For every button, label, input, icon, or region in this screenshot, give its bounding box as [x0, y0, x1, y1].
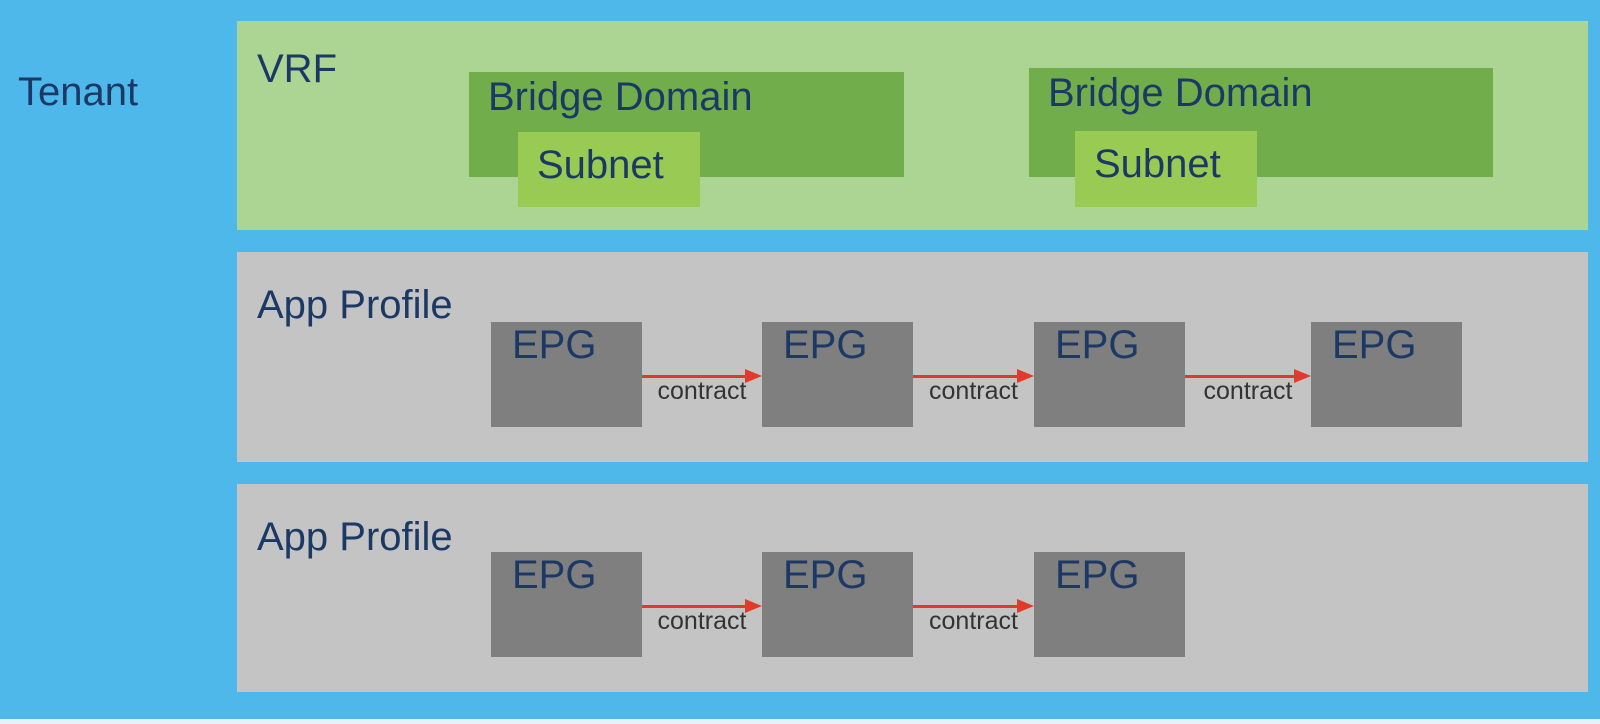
- epg-box: EPG: [762, 322, 913, 427]
- contract-label: contract: [929, 377, 1018, 405]
- contract-label: contract: [1203, 377, 1293, 405]
- contract-arrowhead-icon: [1294, 369, 1311, 383]
- bottom-edge-strip: [0, 719, 1600, 724]
- contract-arrow: [642, 605, 748, 608]
- contract-label: contract: [657, 377, 747, 405]
- epg-label: EPG: [512, 553, 597, 597]
- subnet-box: Subnet: [518, 132, 700, 207]
- epg-box: EPG: [491, 322, 642, 427]
- contract-arrow: [913, 605, 1020, 608]
- contract-arrowhead-icon: [745, 369, 762, 383]
- epg-box: EPG: [762, 552, 913, 657]
- contract-arrowhead-icon: [745, 599, 762, 613]
- app-profile-box: App Profile EPG EPG EPG EPG contract contract…: [237, 252, 1588, 462]
- bridge-domain-label: Bridge Domain: [488, 75, 753, 119]
- tenant-label: Tenant: [18, 70, 139, 114]
- epg-box: EPG: [491, 552, 642, 657]
- epg-box: EPG: [1311, 322, 1462, 427]
- epg-box: EPG: [1034, 552, 1185, 657]
- epg-label: EPG: [1332, 323, 1417, 367]
- vrf-label: VRF: [257, 47, 337, 91]
- bridge-domain-label: Bridge Domain: [1048, 71, 1313, 115]
- epg-label: EPG: [512, 323, 597, 367]
- contract-arrow: [642, 375, 748, 378]
- app-profile-label: App Profile: [257, 515, 453, 559]
- vrf-box: VRF Bridge Domain Bridge Domain Subnet S…: [237, 21, 1588, 230]
- contract-label: contract: [657, 607, 747, 635]
- app-profile-label: App Profile: [257, 283, 453, 327]
- epg-label: EPG: [1055, 553, 1140, 597]
- epg-label: EPG: [783, 323, 868, 367]
- contract-arrowhead-icon: [1017, 369, 1034, 383]
- contract-arrow: [913, 375, 1020, 378]
- epg-box: EPG: [1034, 322, 1185, 427]
- subnet-box: Subnet: [1075, 131, 1257, 207]
- subnet-label: Subnet: [537, 143, 664, 187]
- contract-arrowhead-icon: [1017, 599, 1034, 613]
- subnet-label: Subnet: [1094, 142, 1221, 186]
- contract-arrow: [1185, 375, 1297, 378]
- app-profile-box: App Profile EPG EPG EPG contract contract: [237, 484, 1588, 692]
- epg-label: EPG: [1055, 323, 1140, 367]
- epg-label: EPG: [783, 553, 868, 597]
- contract-label: contract: [929, 607, 1018, 635]
